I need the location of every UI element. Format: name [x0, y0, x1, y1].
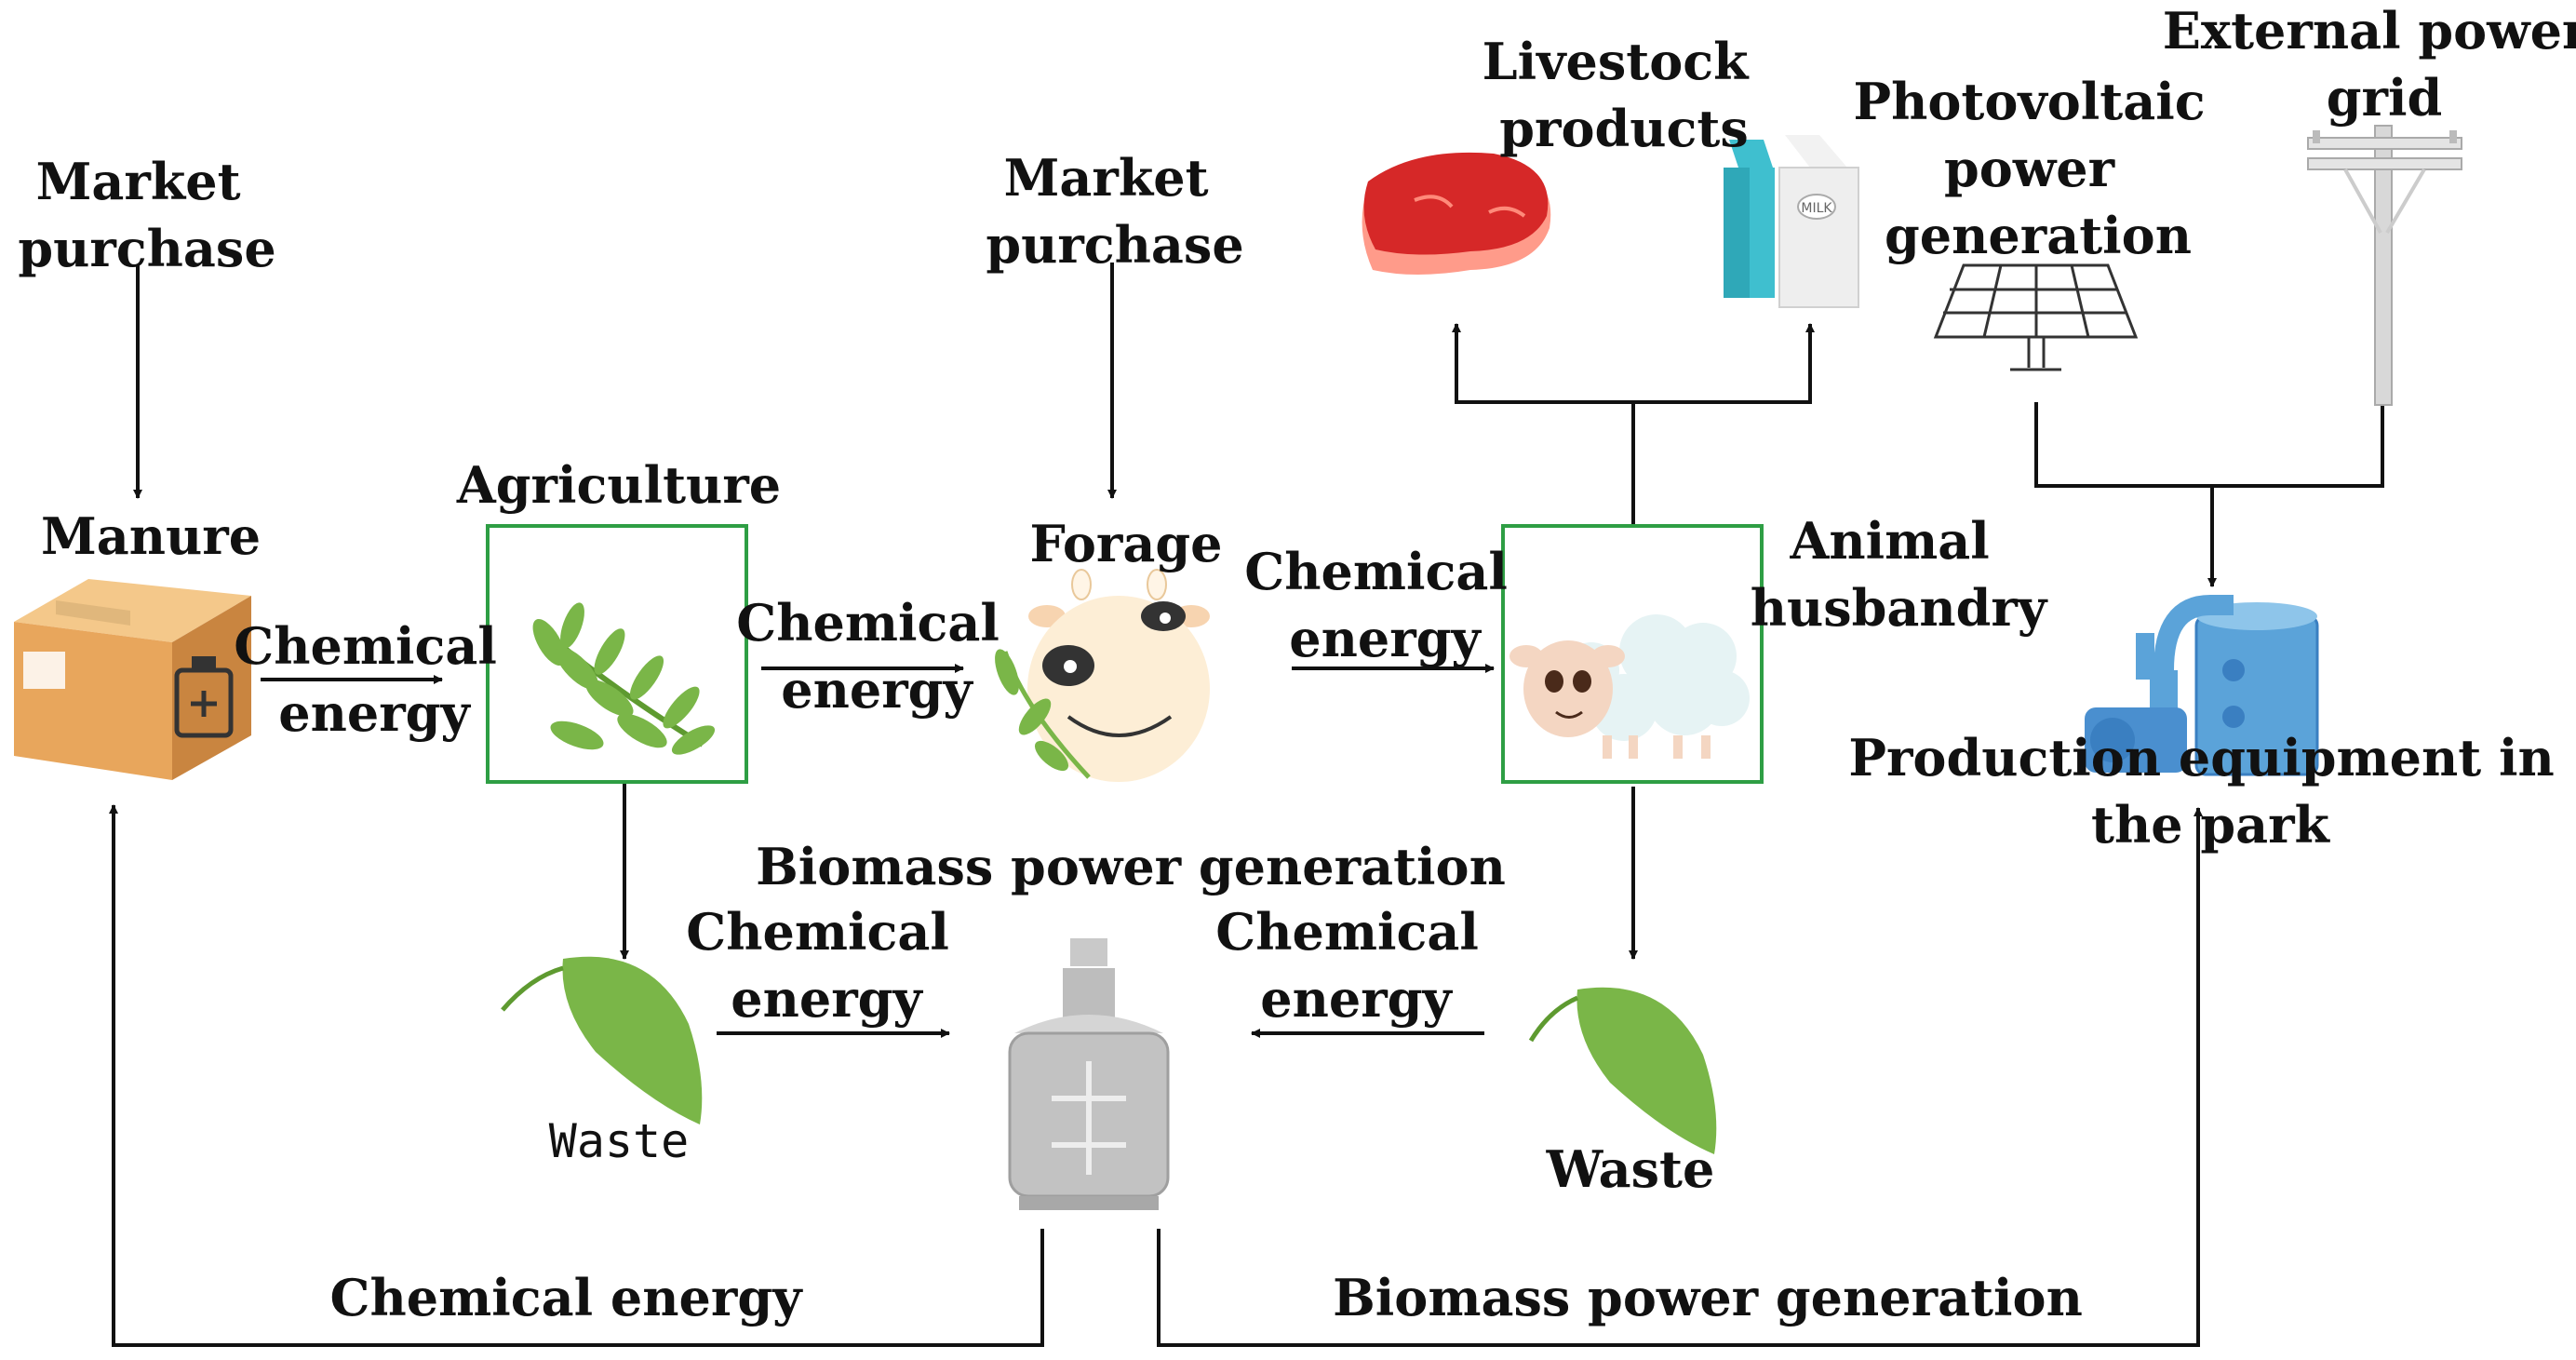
- chemical-energy-agri-forage-label: Chemical energy: [736, 593, 1016, 720]
- forage-label: Forage: [1030, 514, 1223, 573]
- leaf-left-icon: [501, 956, 703, 1124]
- chemical-energy-bottom-label: Chemical energy: [330, 1268, 804, 1327]
- waste-right-label: Waste: [1546, 1139, 1715, 1199]
- market-purchase-left-label: Market purchase: [18, 152, 275, 278]
- biomass-digester-icon: [1008, 938, 1170, 1210]
- photovoltaic-label: Photovoltaic power generation: [1854, 72, 2223, 265]
- biomass-top-label: Biomass power generation: [756, 837, 1506, 896]
- meat-steak-icon: [1362, 152, 1551, 275]
- milk-carton-label: MILK: [1801, 201, 1832, 216]
- livestock-products-label: Livestock products: [1483, 32, 1766, 158]
- chemical-energy-forage-animal-label: Chemical energy: [1244, 542, 1524, 668]
- waste-left-label: Waste: [549, 1114, 690, 1168]
- production-equipment-icon: [2085, 595, 2319, 776]
- animal-husbandry-label: Animal husbandry: [1751, 511, 2048, 638]
- chemical-energy-waste-right-label: Chemical energy: [1215, 902, 1496, 1029]
- agriculture-label: Agriculture: [456, 455, 781, 515]
- manure-label: Manure: [41, 506, 261, 566]
- utility-pole-icon: [2307, 125, 2462, 406]
- arrow-to-milk: [1633, 323, 1815, 404]
- arrow-digester-to-manure: [109, 804, 1044, 1347]
- line-pv-down: [2034, 400, 2384, 488]
- biomass-bottom-label: Biomass power generation: [1333, 1268, 2083, 1327]
- sheep-icon: [1509, 614, 1750, 759]
- market-purchase-mid-label: Market purchase: [986, 148, 1243, 275]
- connectors: [109, 263, 2384, 1347]
- arrow-to-meat: [1452, 323, 1633, 404]
- production-equipment-label: Production equipment in the park: [1848, 728, 2571, 855]
- plant-icon: [532, 602, 716, 755]
- solar-panel-icon: [1933, 263, 2139, 371]
- chemical-energy-manure-agri-label: Chemical energy: [234, 616, 514, 743]
- arrow-digester-to-production: [1157, 807, 2203, 1347]
- cow-head-icon: [995, 569, 1210, 782]
- cardboard-box-icon: [14, 579, 251, 780]
- milk-carton-icon: MILK: [1724, 135, 1859, 308]
- external-grid-label: External power grid: [2163, 1, 2576, 128]
- chemical-energy-waste-left-label: Chemical energy: [686, 902, 966, 1029]
- leaf-right-icon: [1528, 987, 1717, 1154]
